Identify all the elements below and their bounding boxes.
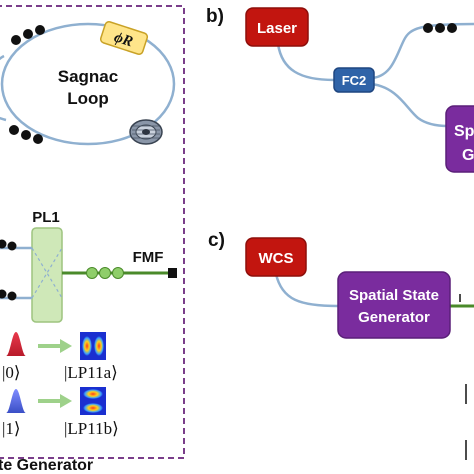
mode-lp11a-label: |LP11a⟩	[64, 363, 118, 382]
loop-exit-fiber-top	[0, 54, 5, 61]
panel-b-letter: b)	[206, 6, 224, 27]
input-beads-bottom	[0, 289, 17, 301]
polarization-controller-b	[423, 23, 457, 33]
wcs-to-generator-fiber	[274, 273, 339, 308]
ket-0: |0⟩	[2, 363, 21, 382]
polarization-controller-top	[11, 25, 45, 45]
arrow-1-icon	[38, 394, 72, 408]
sagnac-label-line1: Sagnac	[58, 67, 118, 86]
wcs-label: WCS	[259, 250, 294, 267]
sagnac-label-line2: Loop	[67, 89, 109, 108]
fmf-connector	[168, 268, 177, 278]
panel-b: b) Laser FC2 Spa G	[206, 6, 474, 173]
pulse-red-icon	[6, 332, 26, 356]
coupler-upper-fiber	[371, 22, 474, 80]
fiber-spool-icon	[129, 119, 163, 145]
pulse-blue-icon	[6, 389, 26, 413]
loop-exit-fiber-bottom	[0, 116, 7, 122]
laser-to-coupler-fiber	[276, 43, 335, 82]
laser-box	[245, 7, 309, 47]
laser-label: Laser	[257, 20, 297, 37]
lantern-internal-paths	[31, 247, 63, 299]
lp11b-mode-icon	[80, 387, 106, 415]
polarization-controller-bottom	[9, 125, 43, 144]
mode-lp11b-label: |LP11b⟩	[64, 419, 119, 438]
coupler-lower-fiber	[371, 82, 449, 128]
generator-line1: Spatial State	[349, 287, 439, 304]
panel-a-caption: te Generator	[0, 457, 93, 474]
panel-c-letter: c)	[208, 230, 225, 251]
pl1-label: PL1	[32, 209, 60, 226]
fmf-label: FMF	[133, 249, 164, 266]
input-beads-top	[0, 239, 17, 251]
ket-1: |1⟩	[2, 419, 21, 438]
lp11a-mode-icon	[80, 332, 106, 360]
panel-a: ϕR Sagnac Loop PL1	[0, 5, 185, 474]
coupler-label: FC2	[342, 73, 367, 88]
wcs-box	[245, 237, 307, 277]
state-generator-frame	[0, 5, 185, 459]
panel-c: c) WCS Spatial State Generator	[208, 230, 474, 460]
fiber-coupler-fc2	[333, 67, 375, 93]
generator-partial-line2: G	[462, 147, 474, 164]
spatial-state-generator-box	[337, 271, 451, 339]
photonic-lantern	[31, 227, 63, 323]
phase-modulator: ϕR	[99, 21, 149, 55]
spatial-generator-box-b	[445, 105, 474, 173]
sagnac-loop-fiber	[0, 22, 176, 146]
phase-label: ϕR	[112, 29, 135, 50]
generator-line2: Generator	[358, 309, 430, 326]
generator-partial-line1: Spa	[454, 123, 474, 140]
fmf-mode-beads	[86, 267, 124, 279]
arrow-0-icon	[38, 339, 72, 353]
